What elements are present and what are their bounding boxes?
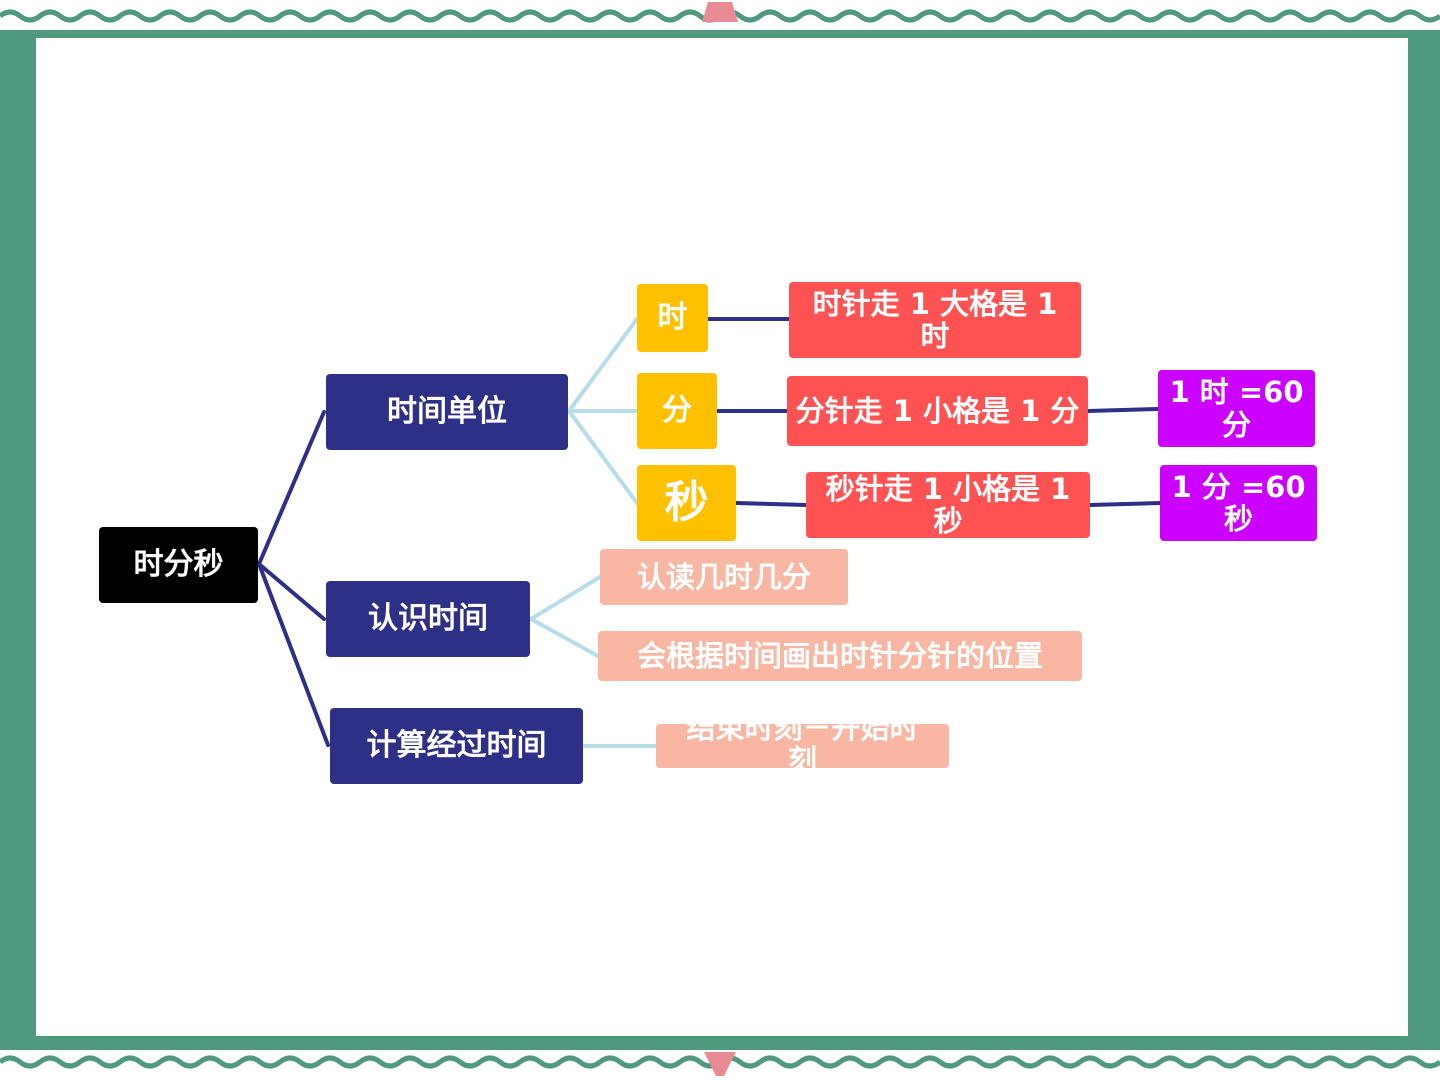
hour-desc-node: 时针走 1 大格是 1 时 <box>789 282 1081 358</box>
connector-units-second <box>567 409 639 505</box>
connector-reading-item2 <box>529 617 600 658</box>
connector-second-desc <box>734 501 808 507</box>
reading-item-2-node: 会根据时间画出时针分针的位置 <box>598 631 1082 681</box>
minute-desc-label: 分针走 1 小格是 1 分 <box>795 393 1080 428</box>
minute-unit-node: 分 <box>637 373 717 449</box>
root-label: 时分秒 <box>133 547 224 583</box>
elapsed-time-label: 计算经过时间 <box>366 728 547 764</box>
second-desc-label: 秒针走 1 小格是 1 秒 <box>825 472 1071 538</box>
connector-reading-item1 <box>529 575 602 621</box>
bottom-ornament <box>704 1052 736 1076</box>
reading-time-label: 认识时间 <box>368 601 488 637</box>
root-node: 时分秒 <box>99 527 258 603</box>
elapsed-item-1-label: 结束时刻－开始时刻 <box>686 724 919 768</box>
second-unit-node: 秒 <box>637 465 736 541</box>
hour-desc-label: 时针走 1 大格是 1 时 <box>812 286 1058 353</box>
connector-root-units <box>257 410 326 566</box>
minute-desc-node: 分针走 1 小格是 1 分 <box>787 376 1088 446</box>
connector-second-conv <box>1088 501 1162 507</box>
reading-item-1-label: 认读几时几分 <box>636 559 811 594</box>
reading-item-1-node: 认读几时几分 <box>600 549 848 605</box>
time-units-label: 时间单位 <box>387 394 507 430</box>
time-units-node: 时间单位 <box>326 374 568 450</box>
second-desc-node: 秒针走 1 小格是 1 秒 <box>806 472 1090 538</box>
elapsed-time-node: 计算经过时间 <box>330 708 583 784</box>
hour-unit-label: 时 <box>657 300 688 336</box>
elapsed-item-1-node: 结束时刻－开始时刻 <box>656 724 949 768</box>
second-conversion-label: 1 分 =60 秒 <box>1171 469 1306 536</box>
minute-conversion-node: 1 时 =60 分 <box>1158 370 1315 447</box>
connector-units-hour <box>567 317 639 413</box>
hour-unit-node: 时 <box>637 284 708 352</box>
minute-unit-label: 分 <box>662 393 692 429</box>
reading-time-node: 认识时间 <box>326 581 530 657</box>
connector-root-elapsed <box>257 562 330 747</box>
minute-conversion-label: 1 时 =60 分 <box>1169 375 1304 442</box>
connector-minute-conv <box>1086 407 1160 413</box>
top-ornament <box>702 2 738 22</box>
second-conversion-node: 1 分 =60 秒 <box>1160 465 1317 541</box>
reading-item-2-label: 会根据时间画出时针分针的位置 <box>636 638 1043 673</box>
second-unit-label: 秒 <box>664 477 709 529</box>
connector-root-reading <box>257 562 326 621</box>
